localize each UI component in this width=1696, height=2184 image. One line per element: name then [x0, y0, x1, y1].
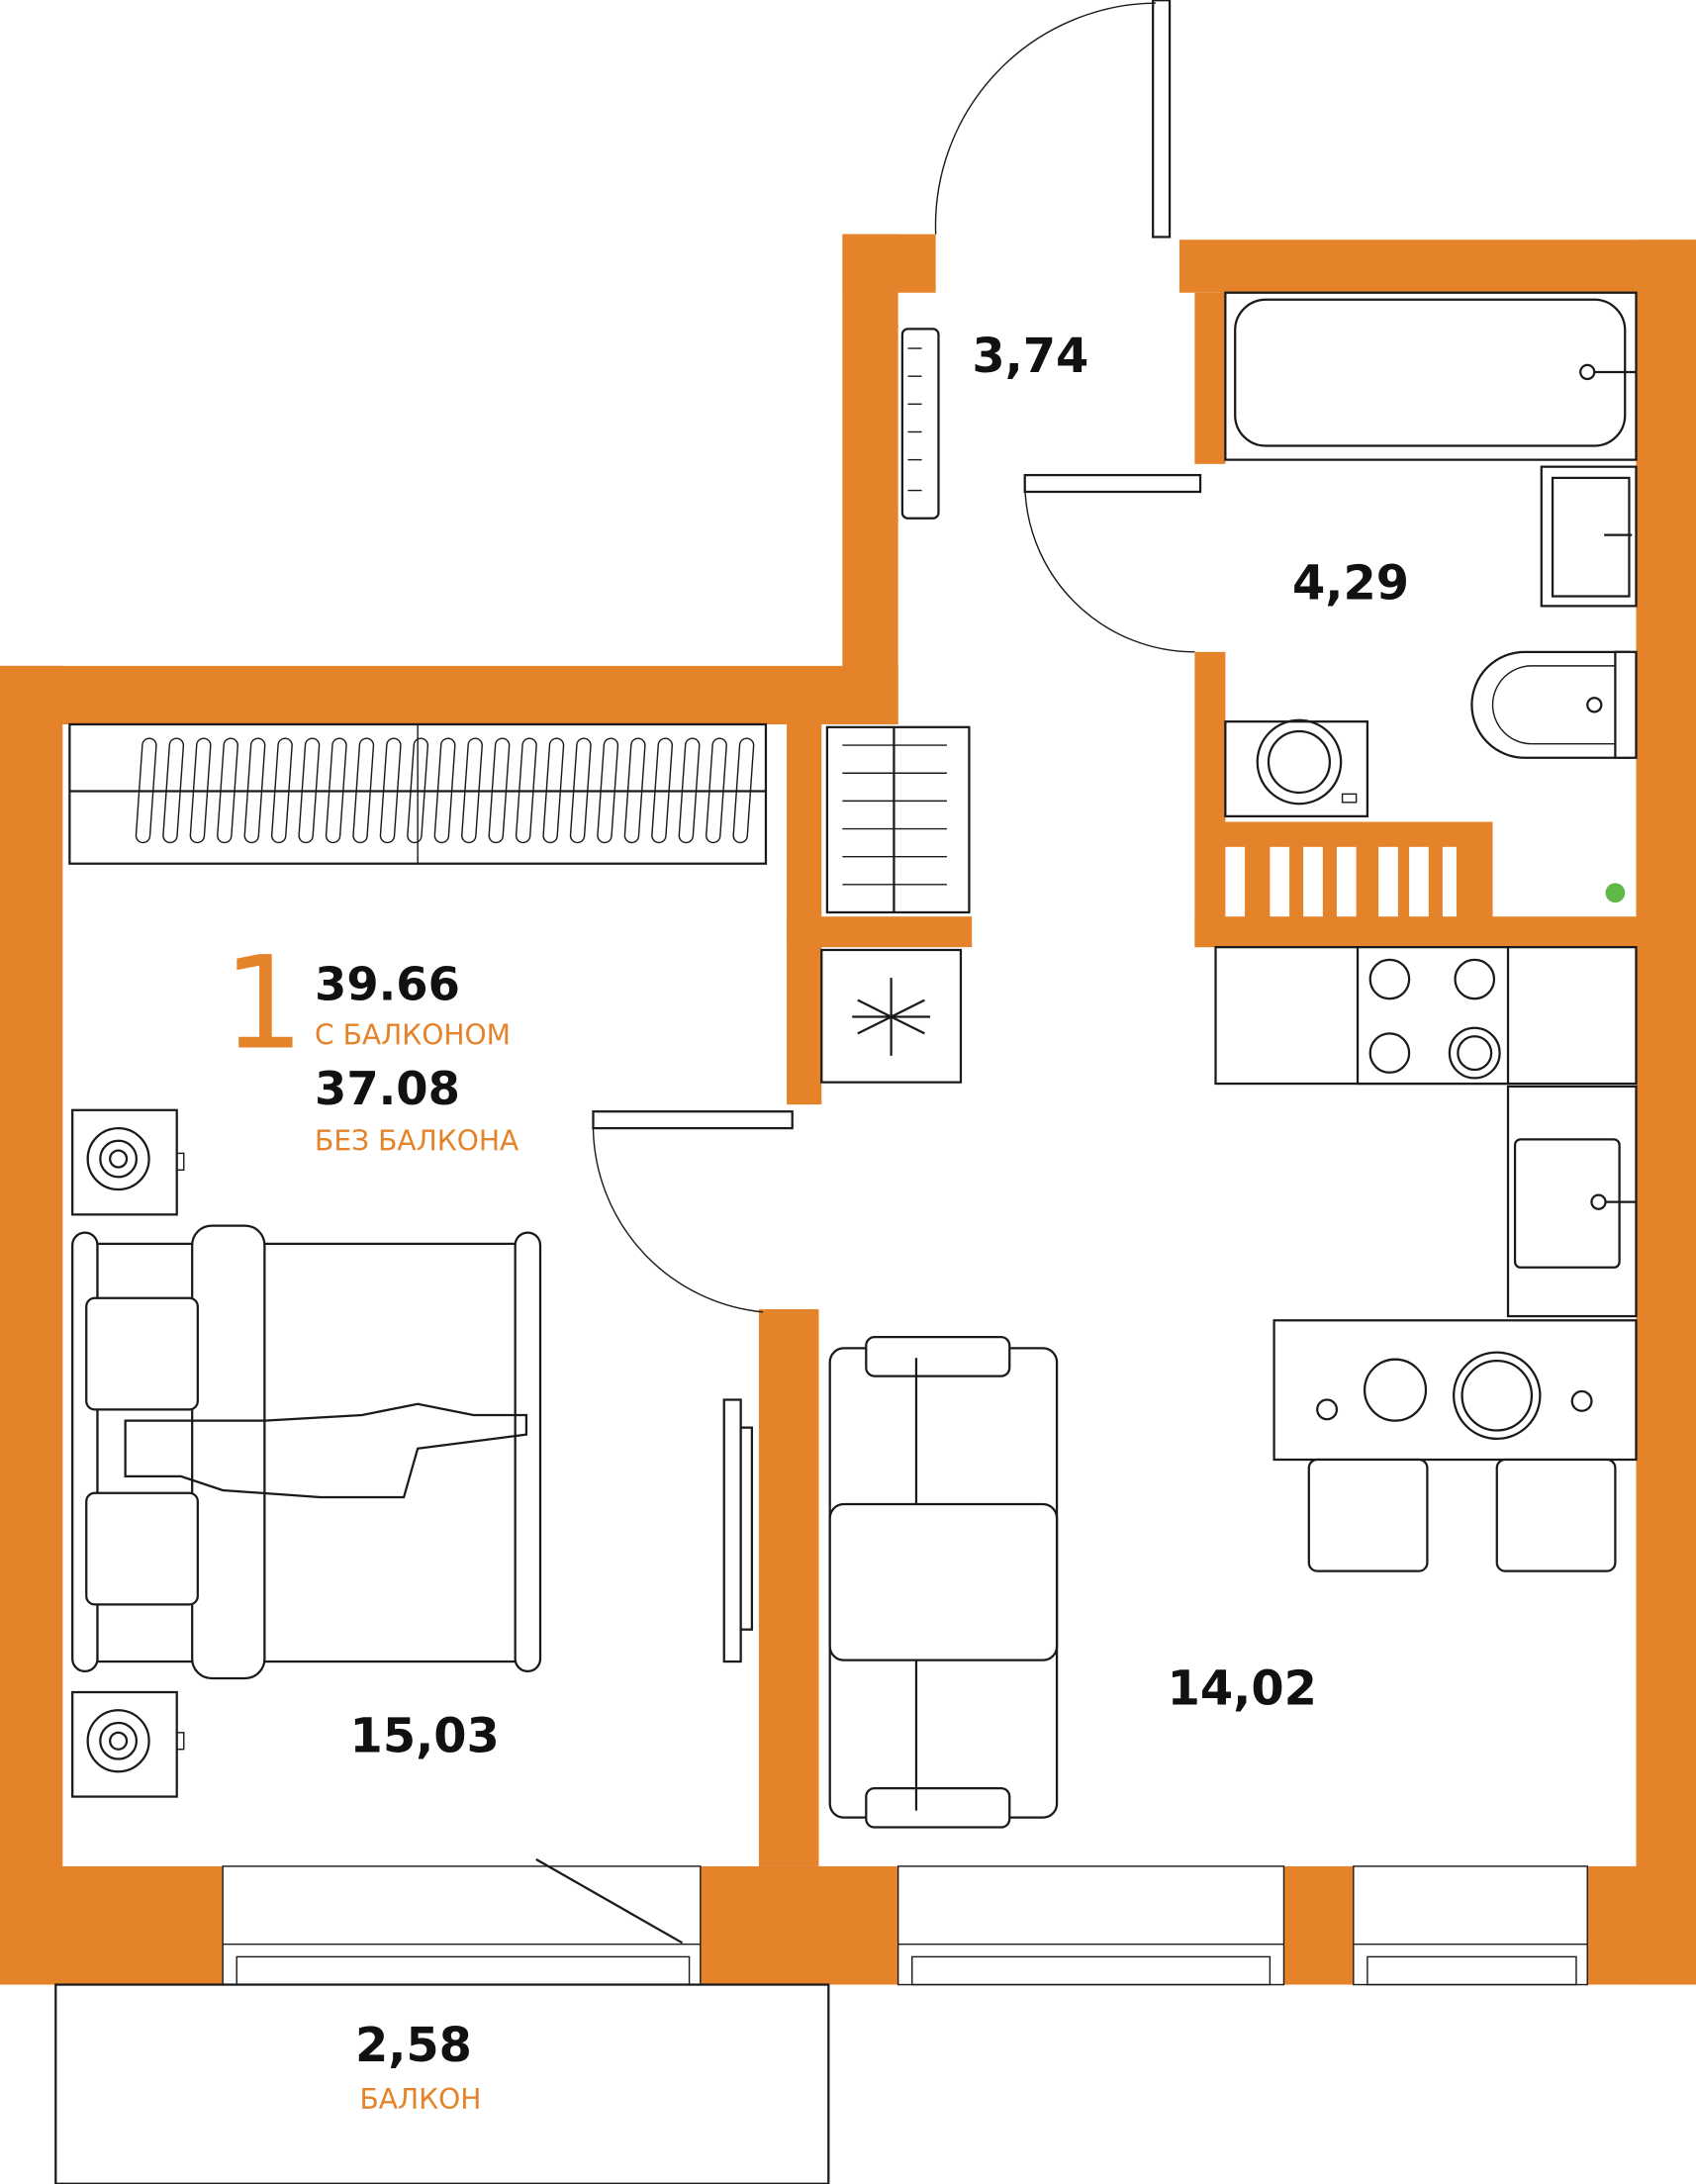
hanger: [651, 737, 674, 844]
bedroom-area: 15,03: [350, 1710, 500, 1764]
hanger: [407, 737, 429, 844]
hanger: [162, 737, 185, 844]
hanger: [623, 737, 646, 844]
nightstand-top: [71, 1108, 185, 1216]
bed: [71, 1224, 542, 1680]
bathroom-sink: [1540, 465, 1638, 608]
hanger: [433, 737, 456, 844]
bedroom-door: [592, 1110, 794, 1130]
washing-machine: [1224, 718, 1369, 817]
hanger: [569, 737, 592, 844]
walls: [0, 234, 1696, 1985]
toilet: [1470, 650, 1638, 759]
hanger: [135, 737, 157, 844]
hanger: [298, 737, 321, 844]
ventilation-shaft: [1225, 846, 1457, 917]
hanger: [352, 737, 375, 844]
hanger: [270, 737, 293, 844]
entrance-door: [1152, 0, 1172, 238]
hanger: [325, 737, 347, 844]
bathtub: [1224, 291, 1638, 461]
hanger: [488, 737, 511, 844]
balcony-area: 2,58: [355, 2019, 472, 2073]
windows: [222, 1857, 1588, 1986]
label-without-balcony: БЕЗ БАЛКОНА: [315, 1125, 518, 1158]
dining-table: [1272, 1319, 1638, 1572]
area-with-balcony: 39.66: [315, 958, 460, 1011]
hanger: [678, 737, 701, 844]
hanger: [461, 737, 483, 844]
kitchen-living-area: 14,02: [1168, 1662, 1317, 1717]
hanger: [217, 737, 238, 844]
balcony-label: БАЛКОН: [360, 2083, 482, 2116]
bathroom-area: 4,29: [1292, 556, 1409, 611]
hanger: [542, 737, 565, 844]
hanger: [597, 737, 619, 844]
hanger: [706, 737, 727, 844]
hanger: [379, 737, 402, 844]
hanger: [243, 737, 266, 844]
fridge: [820, 948, 963, 1084]
hall-area: 3,74: [972, 330, 1088, 384]
doors: [592, 0, 1202, 1313]
heater: [825, 725, 971, 914]
nightstand-bottom: [71, 1690, 185, 1798]
wardrobe: [68, 722, 768, 865]
kitchen-counter: [1214, 946, 1638, 1318]
sofa: [828, 1336, 1059, 1829]
area-without-balcony: 37.08: [315, 1062, 460, 1115]
hanger: [732, 737, 755, 844]
drain-marker: [1605, 883, 1626, 903]
tv: [722, 1398, 754, 1663]
rooms-count: 1: [223, 928, 304, 1078]
label-with-balcony: С БАЛКОНОМ: [315, 1019, 511, 1052]
hanger: [189, 737, 212, 844]
hanger: [515, 737, 537, 844]
bathroom-door: [1023, 473, 1202, 494]
shoe-rack: [900, 328, 940, 520]
